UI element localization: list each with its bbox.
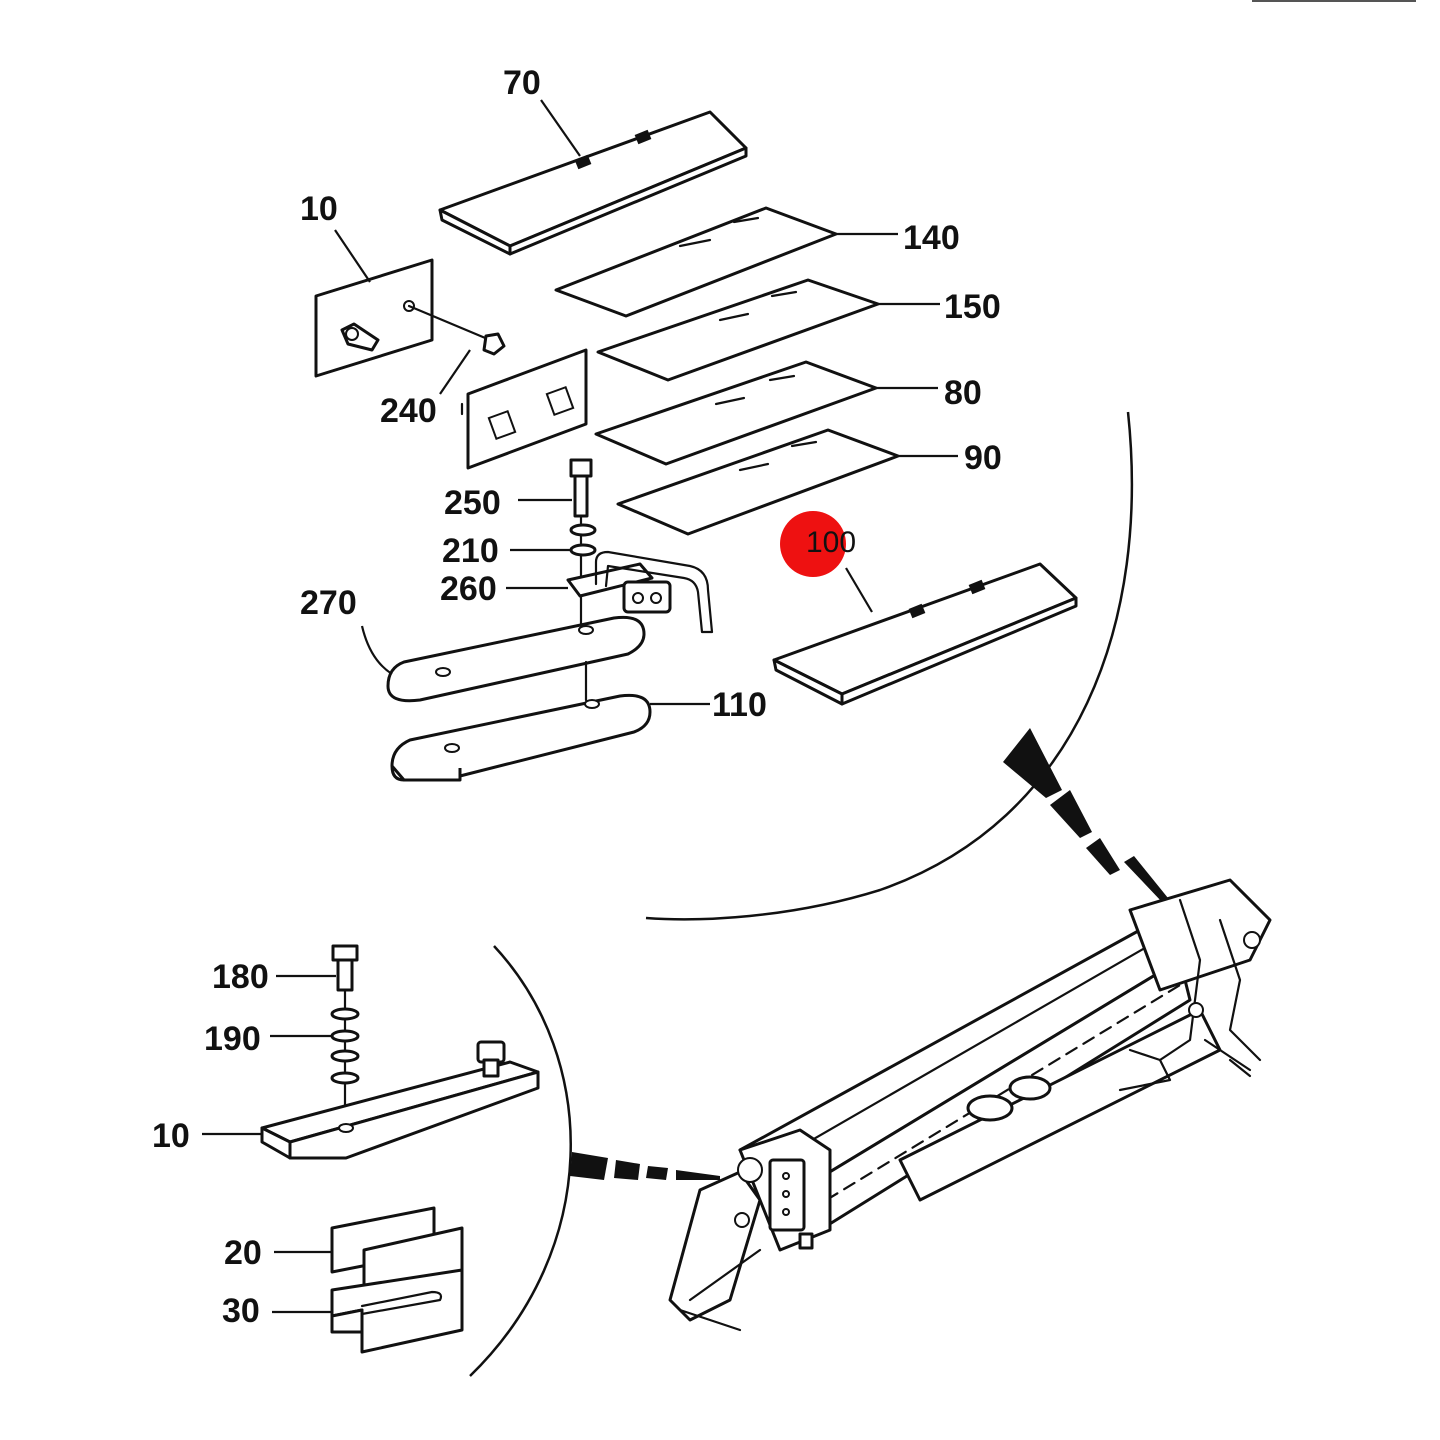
callout-260: 260 <box>440 570 497 608</box>
part-70-wear-bar <box>438 110 748 256</box>
part-190-washers <box>330 1007 360 1085</box>
telescopic-boom-assembly <box>668 878 1272 1332</box>
detail-arc-lower <box>469 945 572 1377</box>
callout-100: 100 <box>806 526 856 559</box>
part-plate-with-squares <box>460 348 588 470</box>
leader-240 <box>439 349 471 395</box>
part-30-shim <box>330 1268 464 1354</box>
highlight-marker <box>780 511 846 577</box>
leader-10-top <box>334 229 371 283</box>
leader-100 <box>845 567 873 613</box>
callout-150: 150 <box>944 288 1001 326</box>
part-10-pad-with-fitting <box>260 1040 540 1160</box>
part-100-wear-bar <box>772 562 1078 706</box>
callout-210: 210 <box>442 532 499 570</box>
callout-80: 80 <box>944 374 982 412</box>
callout-70: 70 <box>503 64 541 102</box>
callout-10-top: 10 <box>300 190 338 228</box>
callout-270: 270 <box>300 584 357 622</box>
leader-270 <box>360 625 393 675</box>
part-260-bracket <box>566 550 714 634</box>
callout-110: 110 <box>712 686 767 724</box>
part-110-slide-pad <box>390 693 652 782</box>
part-10-plate <box>314 258 434 378</box>
callout-20: 20 <box>224 1234 262 1272</box>
callout-190: 190 <box>204 1020 261 1058</box>
detail-arc-upper <box>645 411 1134 921</box>
pointer-wedge-upper <box>1003 728 1168 902</box>
callout-10-bottom: 10 <box>152 1117 190 1155</box>
callout-90: 90 <box>964 439 1002 477</box>
callout-180: 180 <box>212 958 269 996</box>
callout-250: 250 <box>444 484 501 522</box>
callout-240: 240 <box>380 392 437 430</box>
leader-70 <box>540 99 581 157</box>
part-270-slide-pad <box>386 615 646 703</box>
part-240-bolt <box>340 304 506 356</box>
callout-140: 140 <box>903 219 960 257</box>
callout-30: 30 <box>222 1292 260 1330</box>
pointer-wedge-lower <box>570 1152 720 1180</box>
part-210-washers <box>569 523 597 557</box>
